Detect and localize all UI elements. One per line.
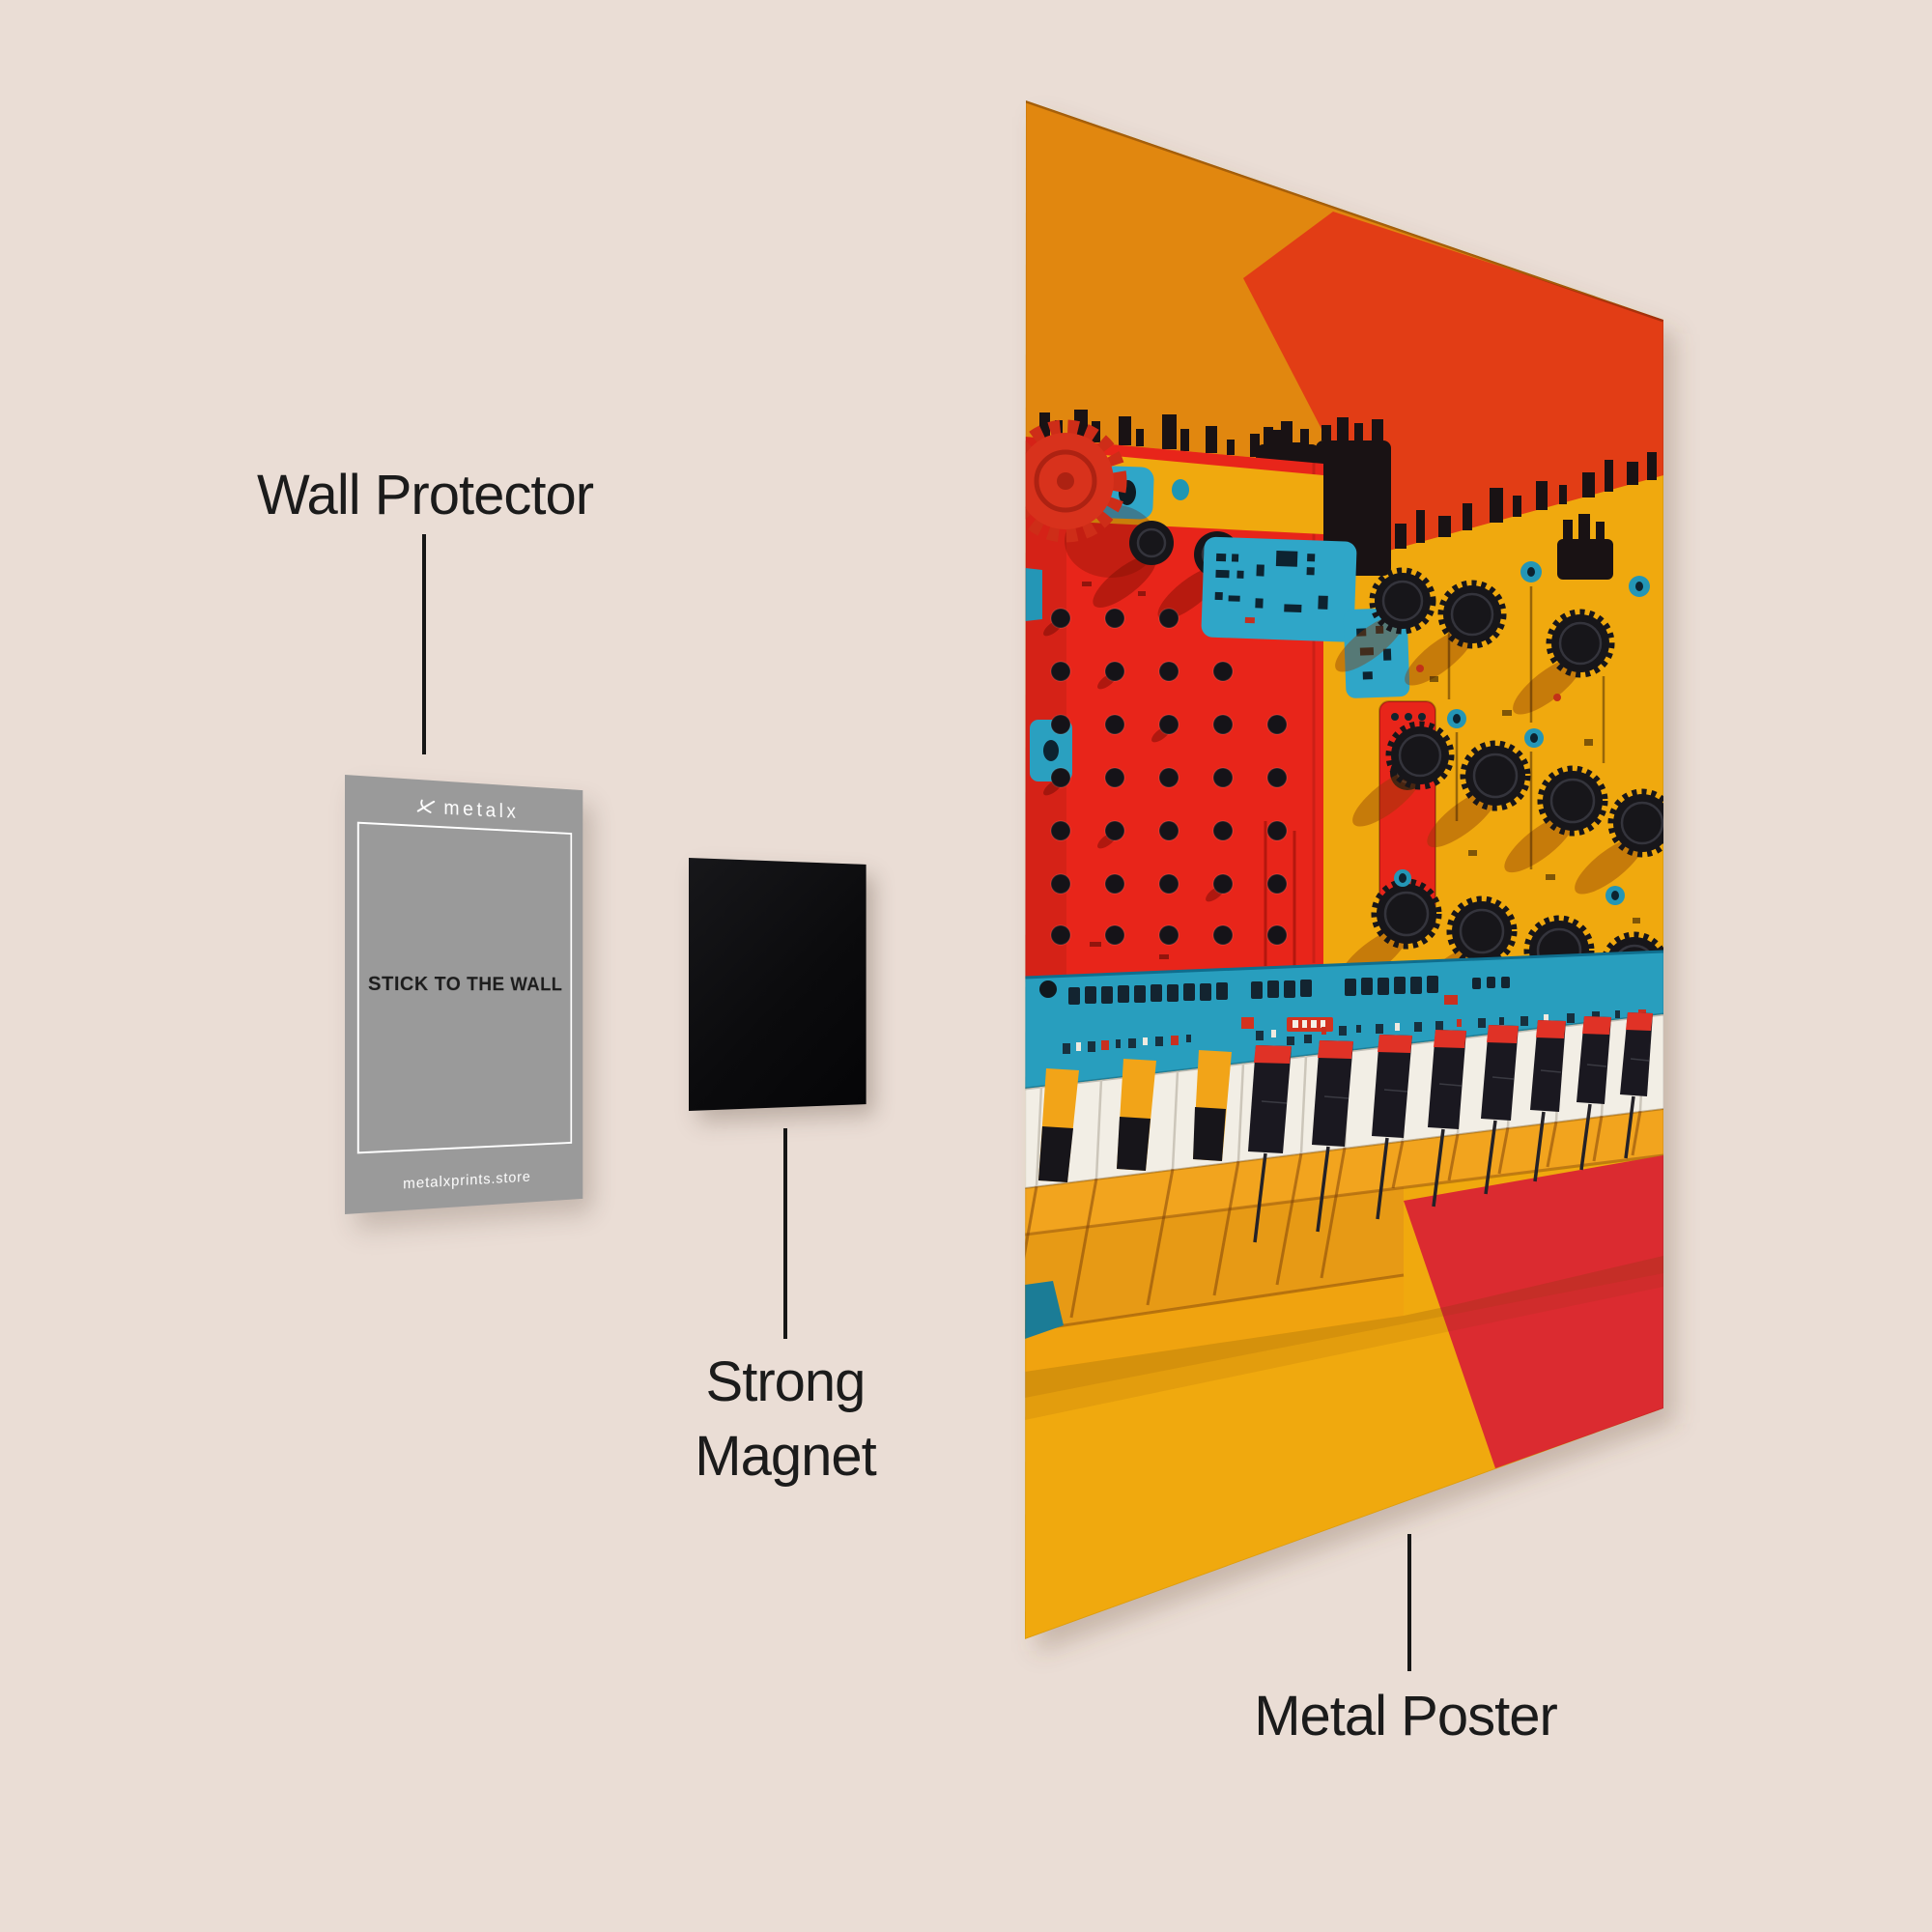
metal-poster-leader-line (1407, 1534, 1411, 1671)
crossed-strokes-icon (415, 797, 436, 817)
red-gear-knob (1025, 419, 1157, 578)
keyboard-end-cheek (1025, 1281, 1064, 1339)
strong-magnet-label: Strong Magnet (592, 1345, 979, 1493)
teal-mini-knobs (1394, 561, 1650, 905)
strong-magnet-leader-line (783, 1128, 787, 1339)
red-floor (1404, 1155, 1663, 1468)
card-brand-text: metalx (443, 797, 520, 823)
yellow-keys (1038, 1050, 1232, 1182)
blue-patch-panel (1201, 536, 1410, 698)
button-grid (1043, 608, 1288, 946)
black-keys (1248, 1012, 1653, 1243)
wall-protector-leader-line (422, 534, 426, 754)
poster-artwork (1025, 100, 1663, 1639)
wall-protector-label: Wall Protector (256, 464, 594, 526)
wall-protector-card: metalx STICK TO THE WALL metalxprints.st… (345, 775, 583, 1214)
magnet-square (689, 858, 867, 1111)
strong-magnet-label-line1: Strong (705, 1350, 867, 1413)
strong-magnet-label-line2: Magnet (695, 1425, 876, 1489)
metal-poster-label: Metal Poster (1254, 1685, 1558, 1747)
card-footer-text: metalxprints.store (403, 1169, 531, 1193)
sequencer-strip (1025, 950, 1663, 1089)
piano-keyboard (1025, 1012, 1663, 1468)
edge-blue-chip (1025, 568, 1042, 621)
card-body-text: STICK TO THE WALL (367, 973, 563, 995)
edge-blue-module (1030, 720, 1072, 781)
